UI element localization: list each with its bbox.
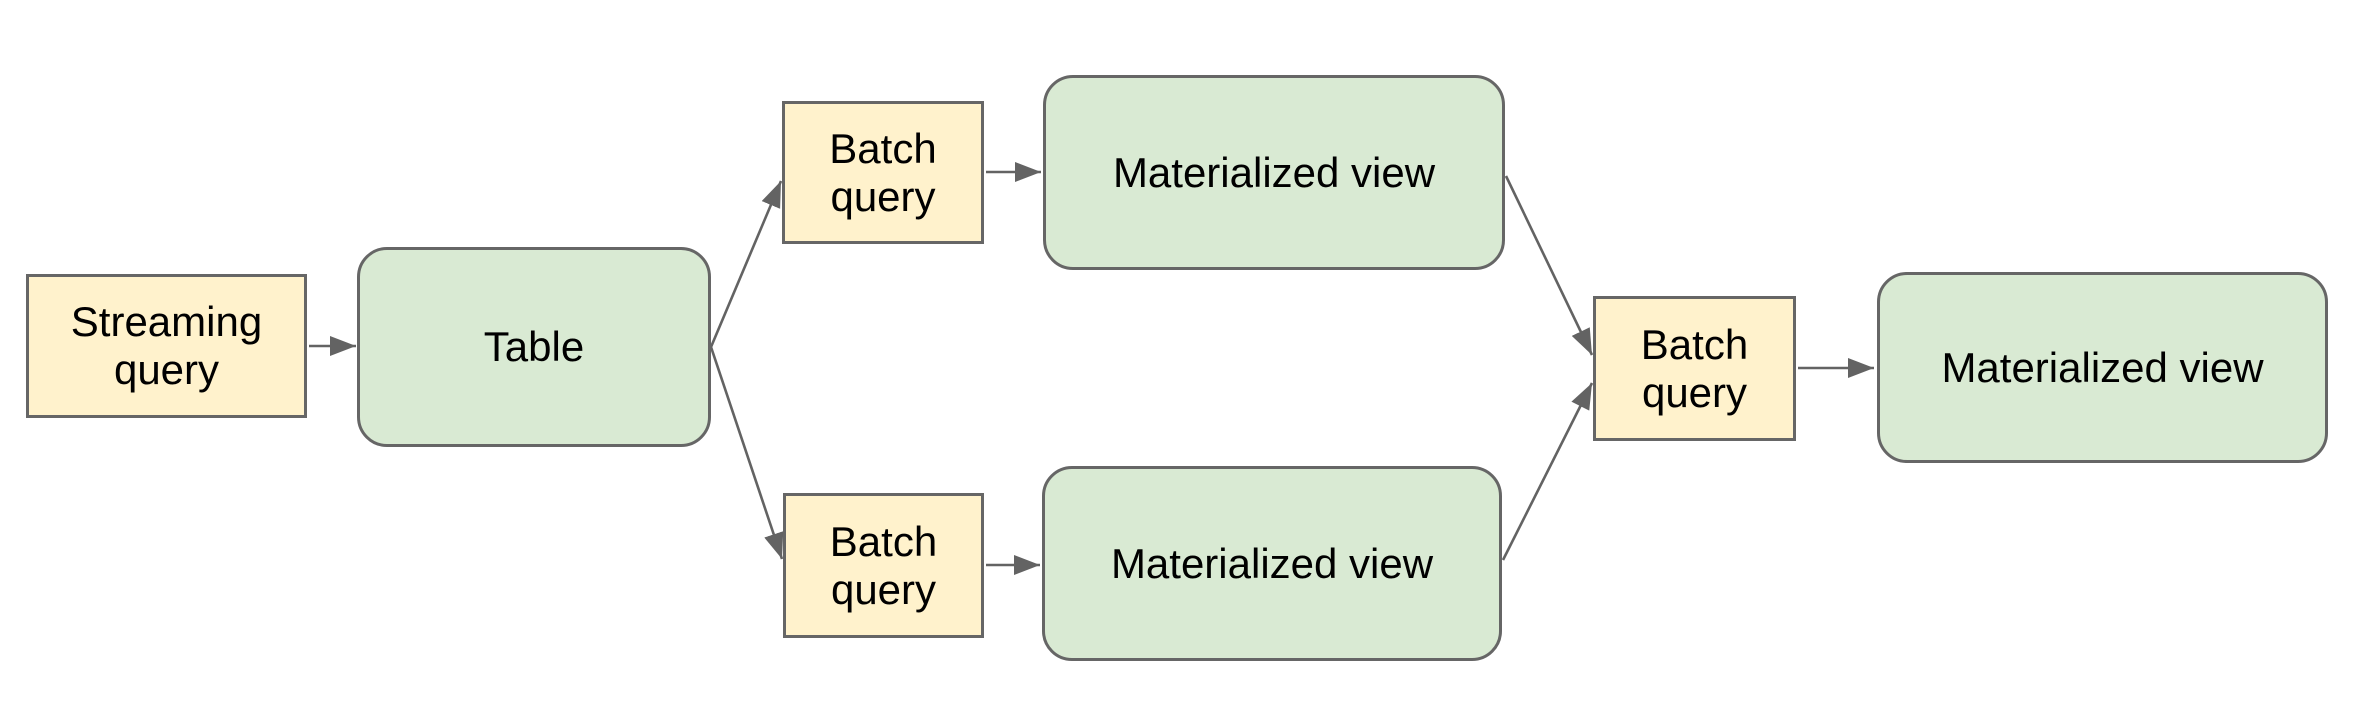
edge-table-to-batch-query-bottom (709, 346, 784, 560)
node-batch-query-right-label: Batch query (1640, 320, 1749, 416)
node-batch-query-bottom-label: Batch query (829, 517, 938, 613)
node-materialized-view-right: Materialized view (1877, 272, 2328, 463)
node-materialized-view-bottom-label: Materialized view (1110, 539, 1434, 587)
node-batch-query-top-label: Batch query (829, 124, 937, 220)
edge-materialized-view-top-to-batch-query-right (1504, 175, 1594, 356)
node-materialized-view-top-label: Materialized view (1112, 148, 1436, 196)
node-table-label: Table (483, 323, 585, 371)
node-materialized-view-right-label: Materialized view (1941, 343, 2264, 391)
edge-table-to-batch-query-top (709, 180, 783, 348)
node-batch-query-right: Batch query (1593, 296, 1796, 441)
node-table: Table (357, 247, 711, 447)
node-batch-query-top: Batch query (782, 101, 984, 244)
node-batch-query-bottom: Batch query (783, 493, 984, 638)
node-streaming-query-label: Streaming query (70, 298, 263, 393)
node-streaming-query: Streaming query (26, 274, 307, 418)
edge-materialized-view-bottom-to-batch-query-right (1501, 382, 1594, 561)
node-materialized-view-bottom: Materialized view (1042, 466, 1502, 661)
node-materialized-view-top: Materialized view (1043, 75, 1505, 270)
